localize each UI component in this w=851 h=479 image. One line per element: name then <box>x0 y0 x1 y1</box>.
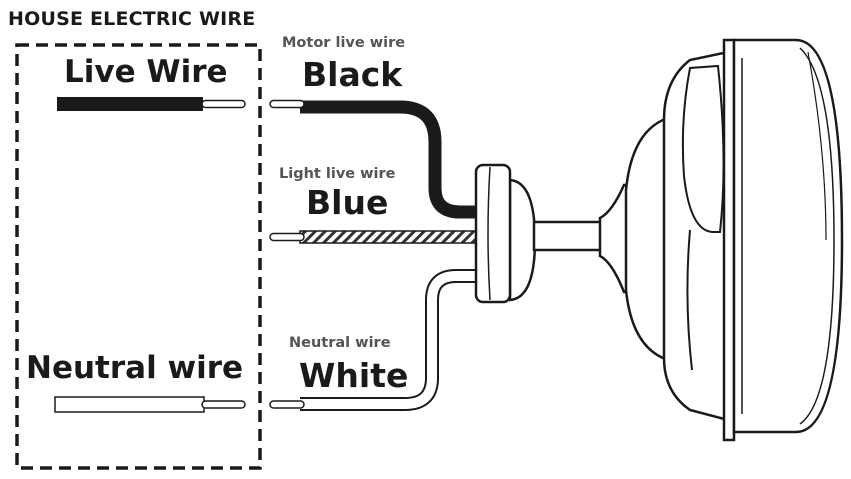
house-neutral-label: Neutral wire <box>26 350 244 386</box>
motor-live-label: Motor live wire <box>282 35 406 51</box>
house-live-label: Live Wire <box>64 54 228 90</box>
house-junction-box <box>15 43 262 470</box>
house-live-wire <box>57 97 246 111</box>
neutral-color-label: White <box>299 356 409 395</box>
light-live-wire <box>269 230 477 244</box>
light-color-label: Blue <box>306 183 389 222</box>
fan-downrod <box>532 220 606 252</box>
motor-live-wire <box>269 99 480 219</box>
house-neutral-wire <box>54 396 246 413</box>
light-live-label: Light live wire <box>279 166 396 182</box>
fan-motor-housing <box>598 38 844 442</box>
fan-neutral-wire <box>269 269 478 411</box>
motor-color-label: Black <box>302 55 403 94</box>
fan-canopy <box>474 163 537 304</box>
house-box-title: HOUSE ELECTRIC WIRE <box>8 8 256 30</box>
fan-neutral-label: Neutral wire <box>289 335 391 351</box>
